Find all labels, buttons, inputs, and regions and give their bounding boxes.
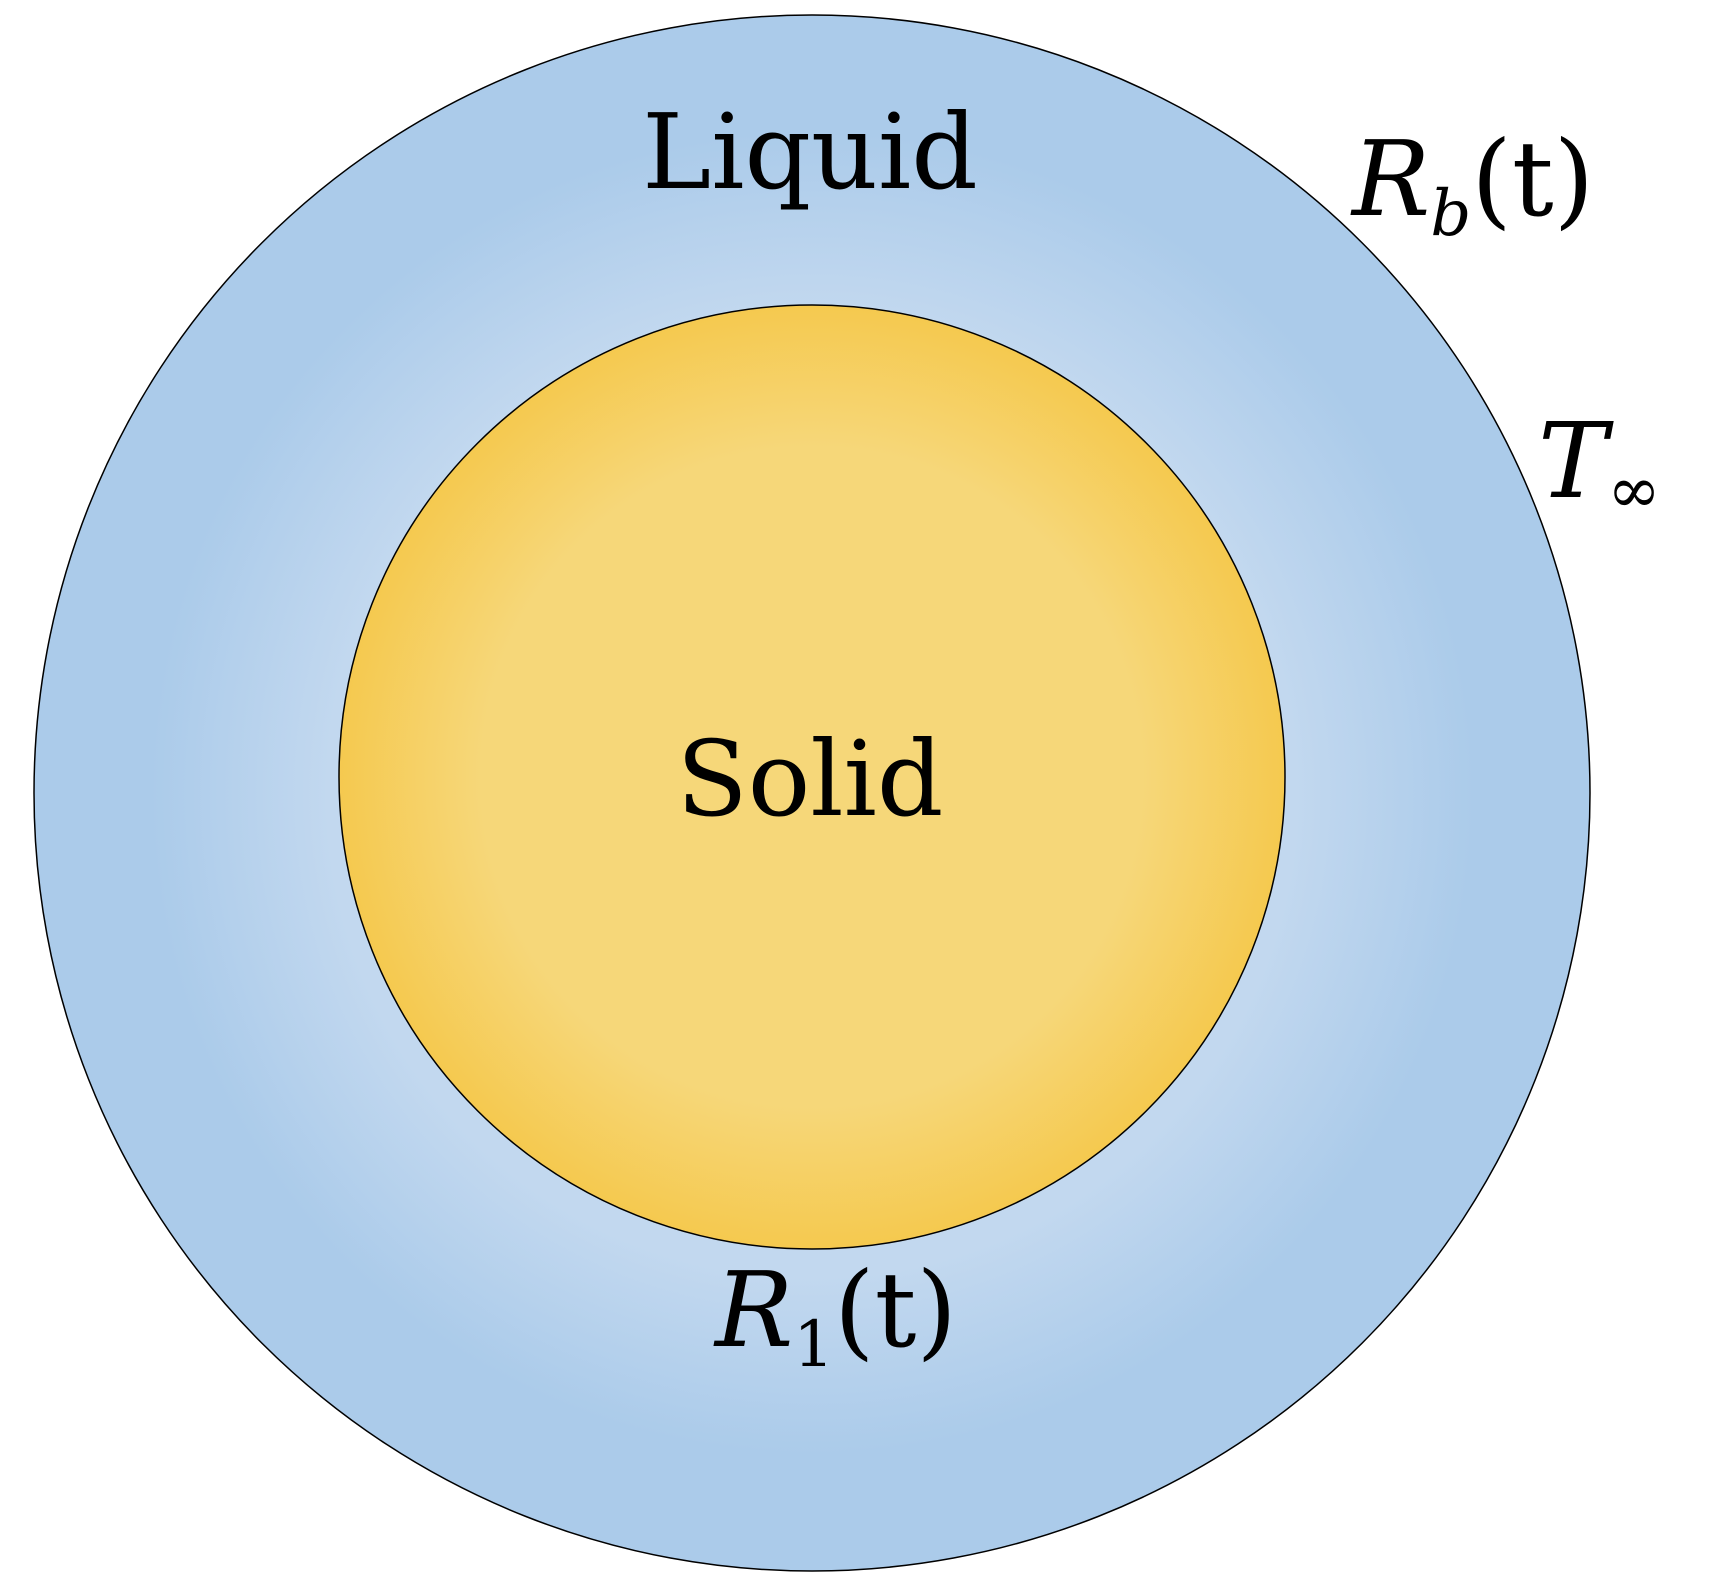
outer-radius-argument: (t)	[1471, 118, 1594, 240]
far-temperature-symbol: T	[1538, 400, 1614, 522]
far-temperature-subscript: ∞	[1607, 454, 1660, 528]
inner-radius-symbol: R	[713, 1249, 793, 1371]
inner-radius-subscript: 1	[793, 1308, 834, 1382]
solid-region	[338, 304, 1286, 1250]
inner-radius-argument: (t)	[834, 1249, 957, 1371]
outer-radius-symbol: R	[1350, 118, 1430, 240]
inner-radius-label: R1(t)	[713, 1249, 957, 1382]
solid-label: Solid	[677, 718, 944, 840]
liquid-label: Liquid	[642, 91, 978, 213]
outer-radius-label: Rb(t)	[1350, 118, 1594, 251]
far-temperature-label: T∞	[1538, 400, 1661, 528]
outer-radius-subscript: b	[1430, 177, 1471, 251]
